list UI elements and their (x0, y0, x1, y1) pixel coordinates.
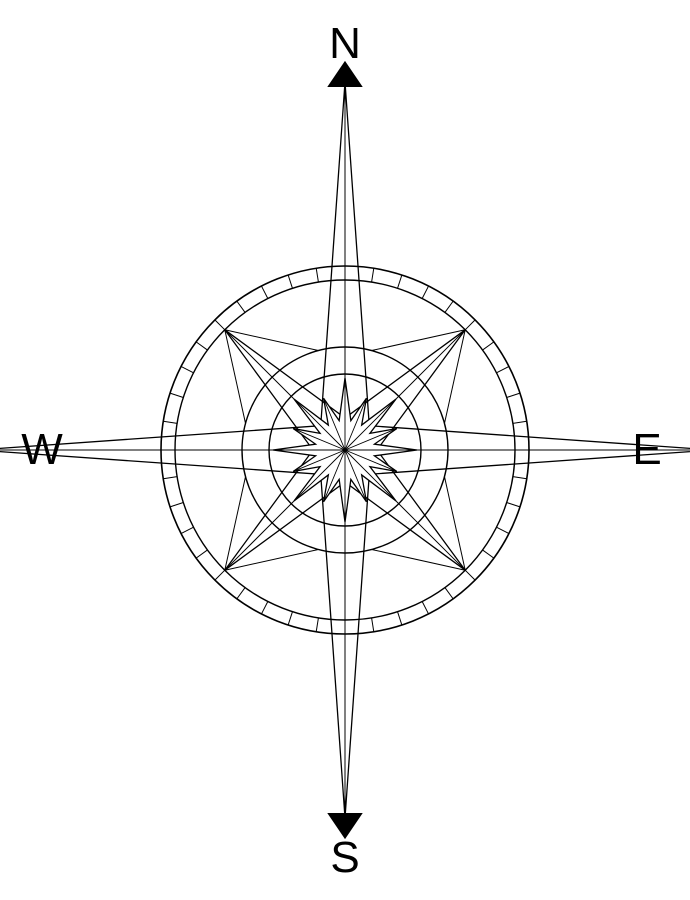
ring-tick (180, 366, 194, 374)
inner-star-ridge (344, 449, 397, 472)
ring-tick (512, 476, 527, 480)
north-arrowhead (327, 60, 363, 88)
ring-tick (371, 617, 375, 632)
inner-star-ridge (323, 449, 346, 502)
inner-star-ridge (344, 449, 367, 502)
ring-tick (421, 285, 429, 299)
west-label: W (21, 425, 63, 474)
inner-star-ridge (293, 449, 346, 472)
inner-star-ridge (344, 398, 367, 451)
ring-tick (163, 476, 178, 480)
ring-tick (287, 274, 293, 289)
ring-tick (464, 319, 476, 331)
south-label: S (330, 833, 360, 882)
connector-line (371, 329, 466, 351)
ring-tick (444, 300, 454, 313)
inner-star-ridge (344, 398, 397, 451)
ring-tick (236, 587, 246, 600)
ring-tick (444, 587, 454, 600)
ring-tick (214, 319, 226, 331)
ring-tick (315, 617, 319, 632)
ring-tick (397, 611, 403, 626)
inner-star-ridge (344, 428, 397, 451)
ring-tick (482, 549, 495, 559)
south-arrowhead (327, 812, 363, 840)
ring-tick (169, 502, 184, 508)
ring-tick (397, 274, 403, 289)
ring-tick (287, 611, 293, 626)
connector-line (224, 549, 319, 571)
ring-tick (371, 268, 375, 283)
ring-tick (512, 420, 527, 424)
ring-tick (261, 601, 269, 615)
ring-tick (421, 601, 429, 615)
ring-tick (169, 392, 184, 398)
ring-tick (506, 502, 521, 508)
ring-tick (214, 569, 226, 581)
inner-star-ridge (293, 428, 346, 451)
connector-line (371, 549, 466, 571)
ring-tick (163, 420, 178, 424)
inner-star-ridge (344, 449, 397, 502)
connector-line (444, 476, 466, 571)
ring-tick (506, 392, 521, 398)
east-label: E (632, 425, 662, 474)
ring-tick (180, 526, 194, 534)
connector-line (224, 476, 246, 571)
connector-line (224, 329, 319, 351)
ring-tick (496, 526, 510, 534)
inner-star-ridge (293, 449, 346, 502)
ring-tick (464, 569, 476, 581)
inner-star-ridge (293, 398, 346, 451)
ring-tick (261, 285, 269, 299)
ring-tick (315, 268, 319, 283)
connector-line (444, 329, 466, 424)
ring-tick (195, 341, 208, 351)
inner-star-ridge (323, 398, 346, 451)
ring-tick (496, 366, 510, 374)
ring-tick (482, 341, 495, 351)
north-label: N (329, 19, 361, 68)
ring-tick (236, 300, 246, 313)
ring-tick (195, 549, 208, 559)
connector-line (224, 329, 246, 424)
